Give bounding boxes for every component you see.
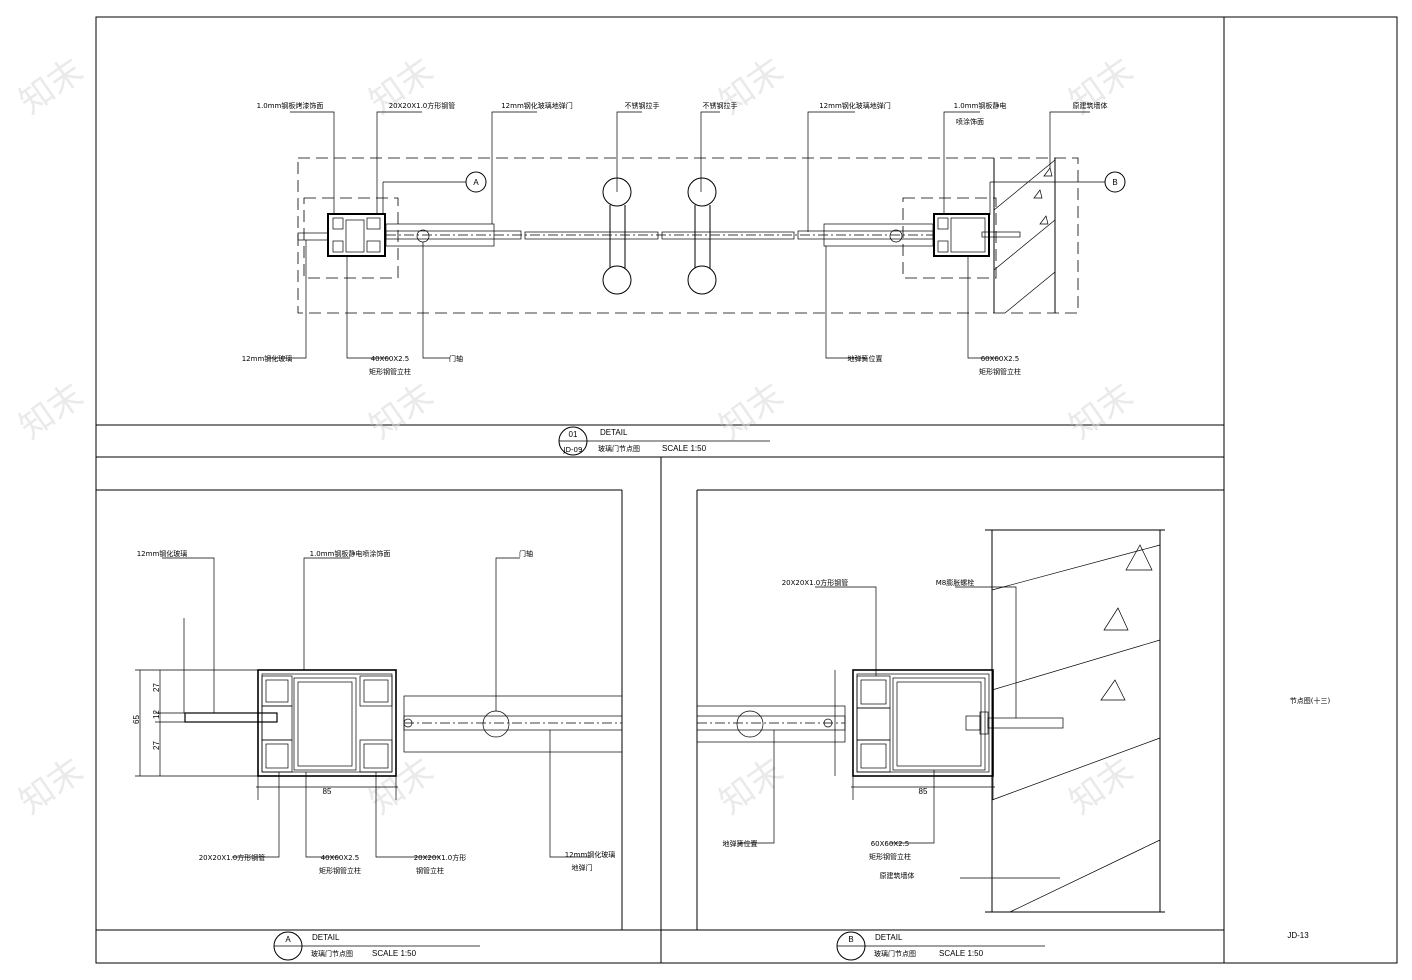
handle-left [602, 177, 632, 295]
leaders-bottom: 12mm钢化玻璃 40X60X2.5 矩形钢管立柱 门轴 地弹簧位置 60X60… [242, 240, 1021, 376]
detail-a: 65 27 12 27 85 12mm钢化玻璃 1.0mm钢板静电喷涂饰面 门轴… [132, 549, 623, 961]
watermark-text: 知末 [362, 751, 441, 823]
label-glass-door-left: 12mm钢化玻璃地弹门 [501, 101, 573, 110]
watermark-text: 知末 [1062, 751, 1141, 823]
leaders-top: 1.0mm钢板烤漆饰面 20X20X1.0方形钢管 12mm钢化玻璃地弹门 不锈… [257, 101, 1108, 232]
label-steel-panel: 1.0mm钢板烤漆饰面 [257, 101, 324, 110]
label-rect-post-left: 矩形钢管立柱 [369, 367, 411, 376]
a-label-square-tube: 20X20X1.0方形钢管 [199, 853, 266, 862]
b-label-floor-spring: 地弹簧位置 [723, 839, 758, 848]
b-callout: B [848, 935, 853, 944]
right-post-60x60 [933, 213, 1021, 257]
b-label-m8-bolt: M8膨胀螺栓 [936, 578, 975, 587]
top-detail-title: 01 JD-09 DETAIL 玻璃门节点图 SCALE 1:50 [558, 426, 770, 456]
top-detail-scale: SCALE 1:50 [662, 444, 707, 453]
a-label-square-post: 20X20X1.0方形 [414, 853, 467, 862]
watermark-text: 知末 [362, 376, 441, 448]
label-spray-finish: 喷涂饰面 [956, 117, 984, 126]
label-steel-static: 1.0mm钢板静电 [954, 101, 1007, 110]
a-detail-word: DETAIL [312, 933, 340, 942]
label-tempered-glass: 12mm钢化玻璃 [242, 354, 293, 363]
watermark-text: 知末 [712, 376, 791, 448]
a-detail-name: 玻璃门节点图 [311, 949, 353, 958]
label-floor-spring: 地弹簧位置 [848, 354, 883, 363]
watermark-text: 知末 [12, 51, 91, 123]
top-detail-plan: A B 1.0mm钢板烤漆饰面 20X20X1.0方形钢管 12mm钢化玻璃地弹… [242, 101, 1126, 456]
a-label-post-suffix: 钢管立柱 [416, 866, 444, 875]
label-handle-right: 不锈钢拉手 [703, 101, 738, 110]
label-square-tube: 20X20X1.0方形钢管 [389, 101, 456, 110]
label-60x60: 60X60X2.5 [981, 355, 1020, 363]
a-label-glass-door: 12mm钢化玻璃 [565, 850, 616, 859]
top-detail-word: DETAIL [600, 428, 628, 437]
label-door-pivot: 门轴 [449, 354, 463, 363]
a-label-floor-door: 地弹门 [572, 863, 593, 872]
watermark-text: 知末 [1062, 51, 1141, 123]
a-label-rect-post: 矩形钢管立柱 [319, 866, 361, 875]
sheet-title: 节点图(十三) [1290, 696, 1331, 705]
a-label-40x60: 40X60X2.5 [321, 854, 360, 862]
watermark-text: 知末 [712, 51, 791, 123]
dim-85-a: 85 [323, 787, 332, 796]
handle-right [687, 177, 717, 295]
section-marker-b-label: B [1112, 178, 1117, 187]
label-handle-left: 不锈钢拉手 [625, 101, 660, 110]
watermark-text: 知末 [712, 751, 791, 823]
a-callout: A [285, 935, 291, 944]
dim-27-bottom: 27 [152, 741, 161, 750]
dim-65: 65 [132, 715, 141, 724]
sheet-frame [95, 16, 1398, 964]
dim-12: 12 [152, 710, 161, 719]
b-label-square-tube: 20X20X1.0方形钢管 [782, 578, 849, 587]
b-detail-name: 玻璃门节点图 [874, 949, 916, 958]
top-detail-name: 玻璃门节点图 [598, 444, 640, 453]
label-40x60: 40X60X2.5 [371, 355, 410, 363]
a-label-glass: 12mm钢化玻璃 [137, 549, 188, 558]
section-marker-a: A [382, 171, 487, 215]
label-glass-door-right: 12mm钢化玻璃地弹门 [819, 101, 891, 110]
watermark-text: 知末 [12, 376, 91, 448]
watermark-text: 知末 [362, 51, 441, 123]
left-post-40x60 [327, 213, 386, 257]
dim-27-top: 27 [152, 683, 161, 692]
b-label-rect-post: 矩形钢管立柱 [869, 852, 911, 861]
b-detail-word: DETAIL [875, 933, 903, 942]
section-marker-b: B [989, 171, 1126, 215]
sheet-number: JD-13 [1287, 931, 1309, 940]
a-label-pivot: 门轴 [519, 549, 533, 558]
label-rect-post-right: 矩形钢管立柱 [979, 367, 1021, 376]
b-detail-scale: SCALE 1:50 [939, 949, 984, 958]
a-label-steel-panel: 1.0mm钢板静电喷涂饰面 [310, 549, 391, 558]
dim-85-b: 85 [919, 787, 928, 796]
label-original-wall: 原建筑墙体 [1073, 101, 1108, 110]
top-callout-sheet: JD-09 [563, 446, 583, 454]
b-label-60x60: 60X60X2.5 [871, 840, 910, 848]
watermark-text: 知末 [12, 751, 91, 823]
a-detail-scale: SCALE 1:50 [372, 949, 417, 958]
detail-b: 85 20X20X1.0方形钢管 M8膨胀螺栓 地弹簧位置 60X60X2.5 … [696, 529, 1165, 961]
b-label-original-wall: 原建筑墙体 [880, 871, 915, 880]
wall-hatch-top [993, 158, 1056, 314]
watermark-text: 知末 [1062, 376, 1141, 448]
section-marker-a-label: A [473, 178, 479, 187]
top-callout-number: 01 [569, 430, 578, 439]
